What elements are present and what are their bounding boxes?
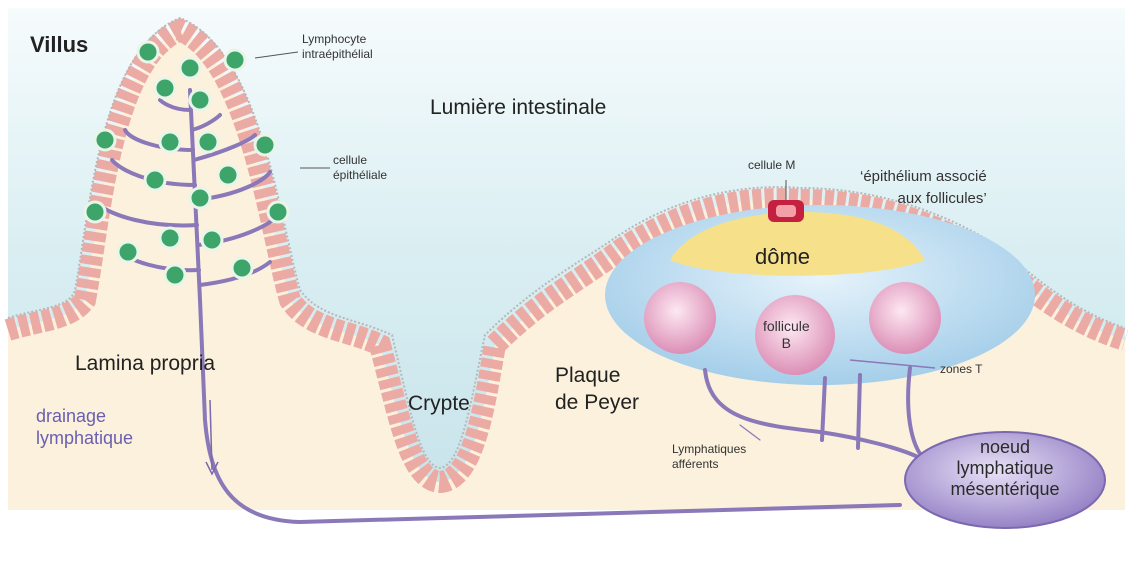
follicle-left — [644, 282, 716, 354]
label-dome: dôme — [755, 244, 810, 270]
label-villus: Villus — [30, 32, 88, 58]
label-noeud-lymphatique: noeud lymphatique mésentérique — [905, 437, 1105, 500]
label-epithelium-associe: ‘épithélium associé aux follicules’ — [860, 166, 987, 210]
label-crypte: Crypte — [408, 392, 470, 416]
label-drainage-lymphatique: drainage lymphatique — [36, 405, 133, 449]
label-lymphocyte: Lymphocyte intraépithélial — [302, 32, 373, 62]
follicle-right — [869, 282, 941, 354]
label-zones-t: zones T — [940, 362, 982, 377]
label-follicule-b: follicule B — [763, 318, 810, 352]
label-lymphatiques-afferents: Lymphatiques afférents — [672, 442, 746, 472]
label-lamina-propria: Lamina propria — [75, 352, 215, 376]
label-plaque-de-peyer: Plaque de Peyer — [555, 362, 639, 416]
label-cellule-m: cellule M — [748, 158, 795, 173]
label-cellule-epitheliale: cellule épithéliale — [333, 153, 387, 183]
label-lumen: Lumière intestinale — [430, 96, 606, 120]
